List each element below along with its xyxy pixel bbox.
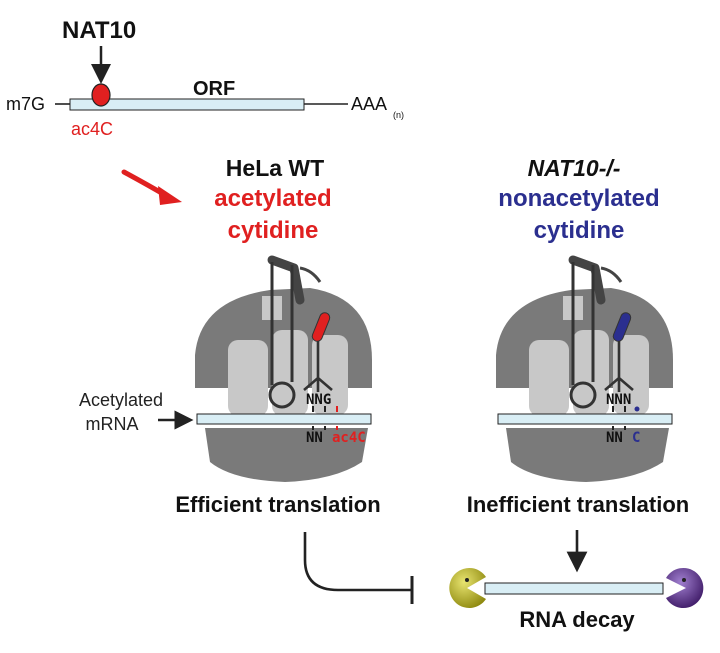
left-heading-cytidine: cytidine <box>228 217 319 244</box>
left-codon-nn: NN <box>306 430 323 446</box>
right-outcome: Inefficient translation <box>467 492 689 517</box>
right-anticodon: NNN <box>606 392 631 408</box>
right-heading-nonacetylated: nonacetylated <box>498 185 659 212</box>
left-heading-acetylated: acetylated <box>214 185 331 212</box>
left-mrna-strip <box>196 413 372 425</box>
rna-decay-label: RNA decay <box>519 607 635 632</box>
polya-label: AAA <box>351 94 387 114</box>
left-anticodon: NNG <box>306 392 331 408</box>
right-heading-cytidine: cytidine <box>534 217 625 244</box>
yellow-pacman-icon <box>449 568 486 608</box>
right-codon-nn: NN <box>606 430 623 446</box>
decay-mrna-strip <box>484 582 664 595</box>
left-codon-ac4c: ac4C <box>332 430 366 446</box>
left-outcome: Efficient translation <box>175 492 380 517</box>
purple-pacman-icon <box>666 567 704 608</box>
right-codon-c: C <box>632 430 640 446</box>
orf-label: ORF <box>193 78 235 100</box>
right-mrna-strip <box>497 413 673 425</box>
yellow-pacman-eye <box>465 578 469 582</box>
left-heading-hela: HeLa WT <box>226 155 324 181</box>
ac4c-modification-dot <box>91 83 111 107</box>
red-arrowhead <box>158 186 182 205</box>
nat10-label: NAT10 <box>62 17 136 44</box>
right-ribosome <box>496 255 673 482</box>
ac4c-label: ac4C <box>71 119 113 139</box>
right-codon-dot <box>634 406 640 412</box>
polya-subscript: (n) <box>393 110 404 120</box>
left-ribosome <box>195 255 372 482</box>
inhibition-connector <box>303 532 412 592</box>
cap-label: m7G <box>6 94 45 114</box>
mrna-label-line2: mRNA <box>86 414 139 434</box>
right-heading-nat10: NAT10-/- <box>528 155 621 181</box>
purple-pacman-eye <box>682 578 686 582</box>
mrna-label-line1: Acetylated <box>79 390 163 410</box>
